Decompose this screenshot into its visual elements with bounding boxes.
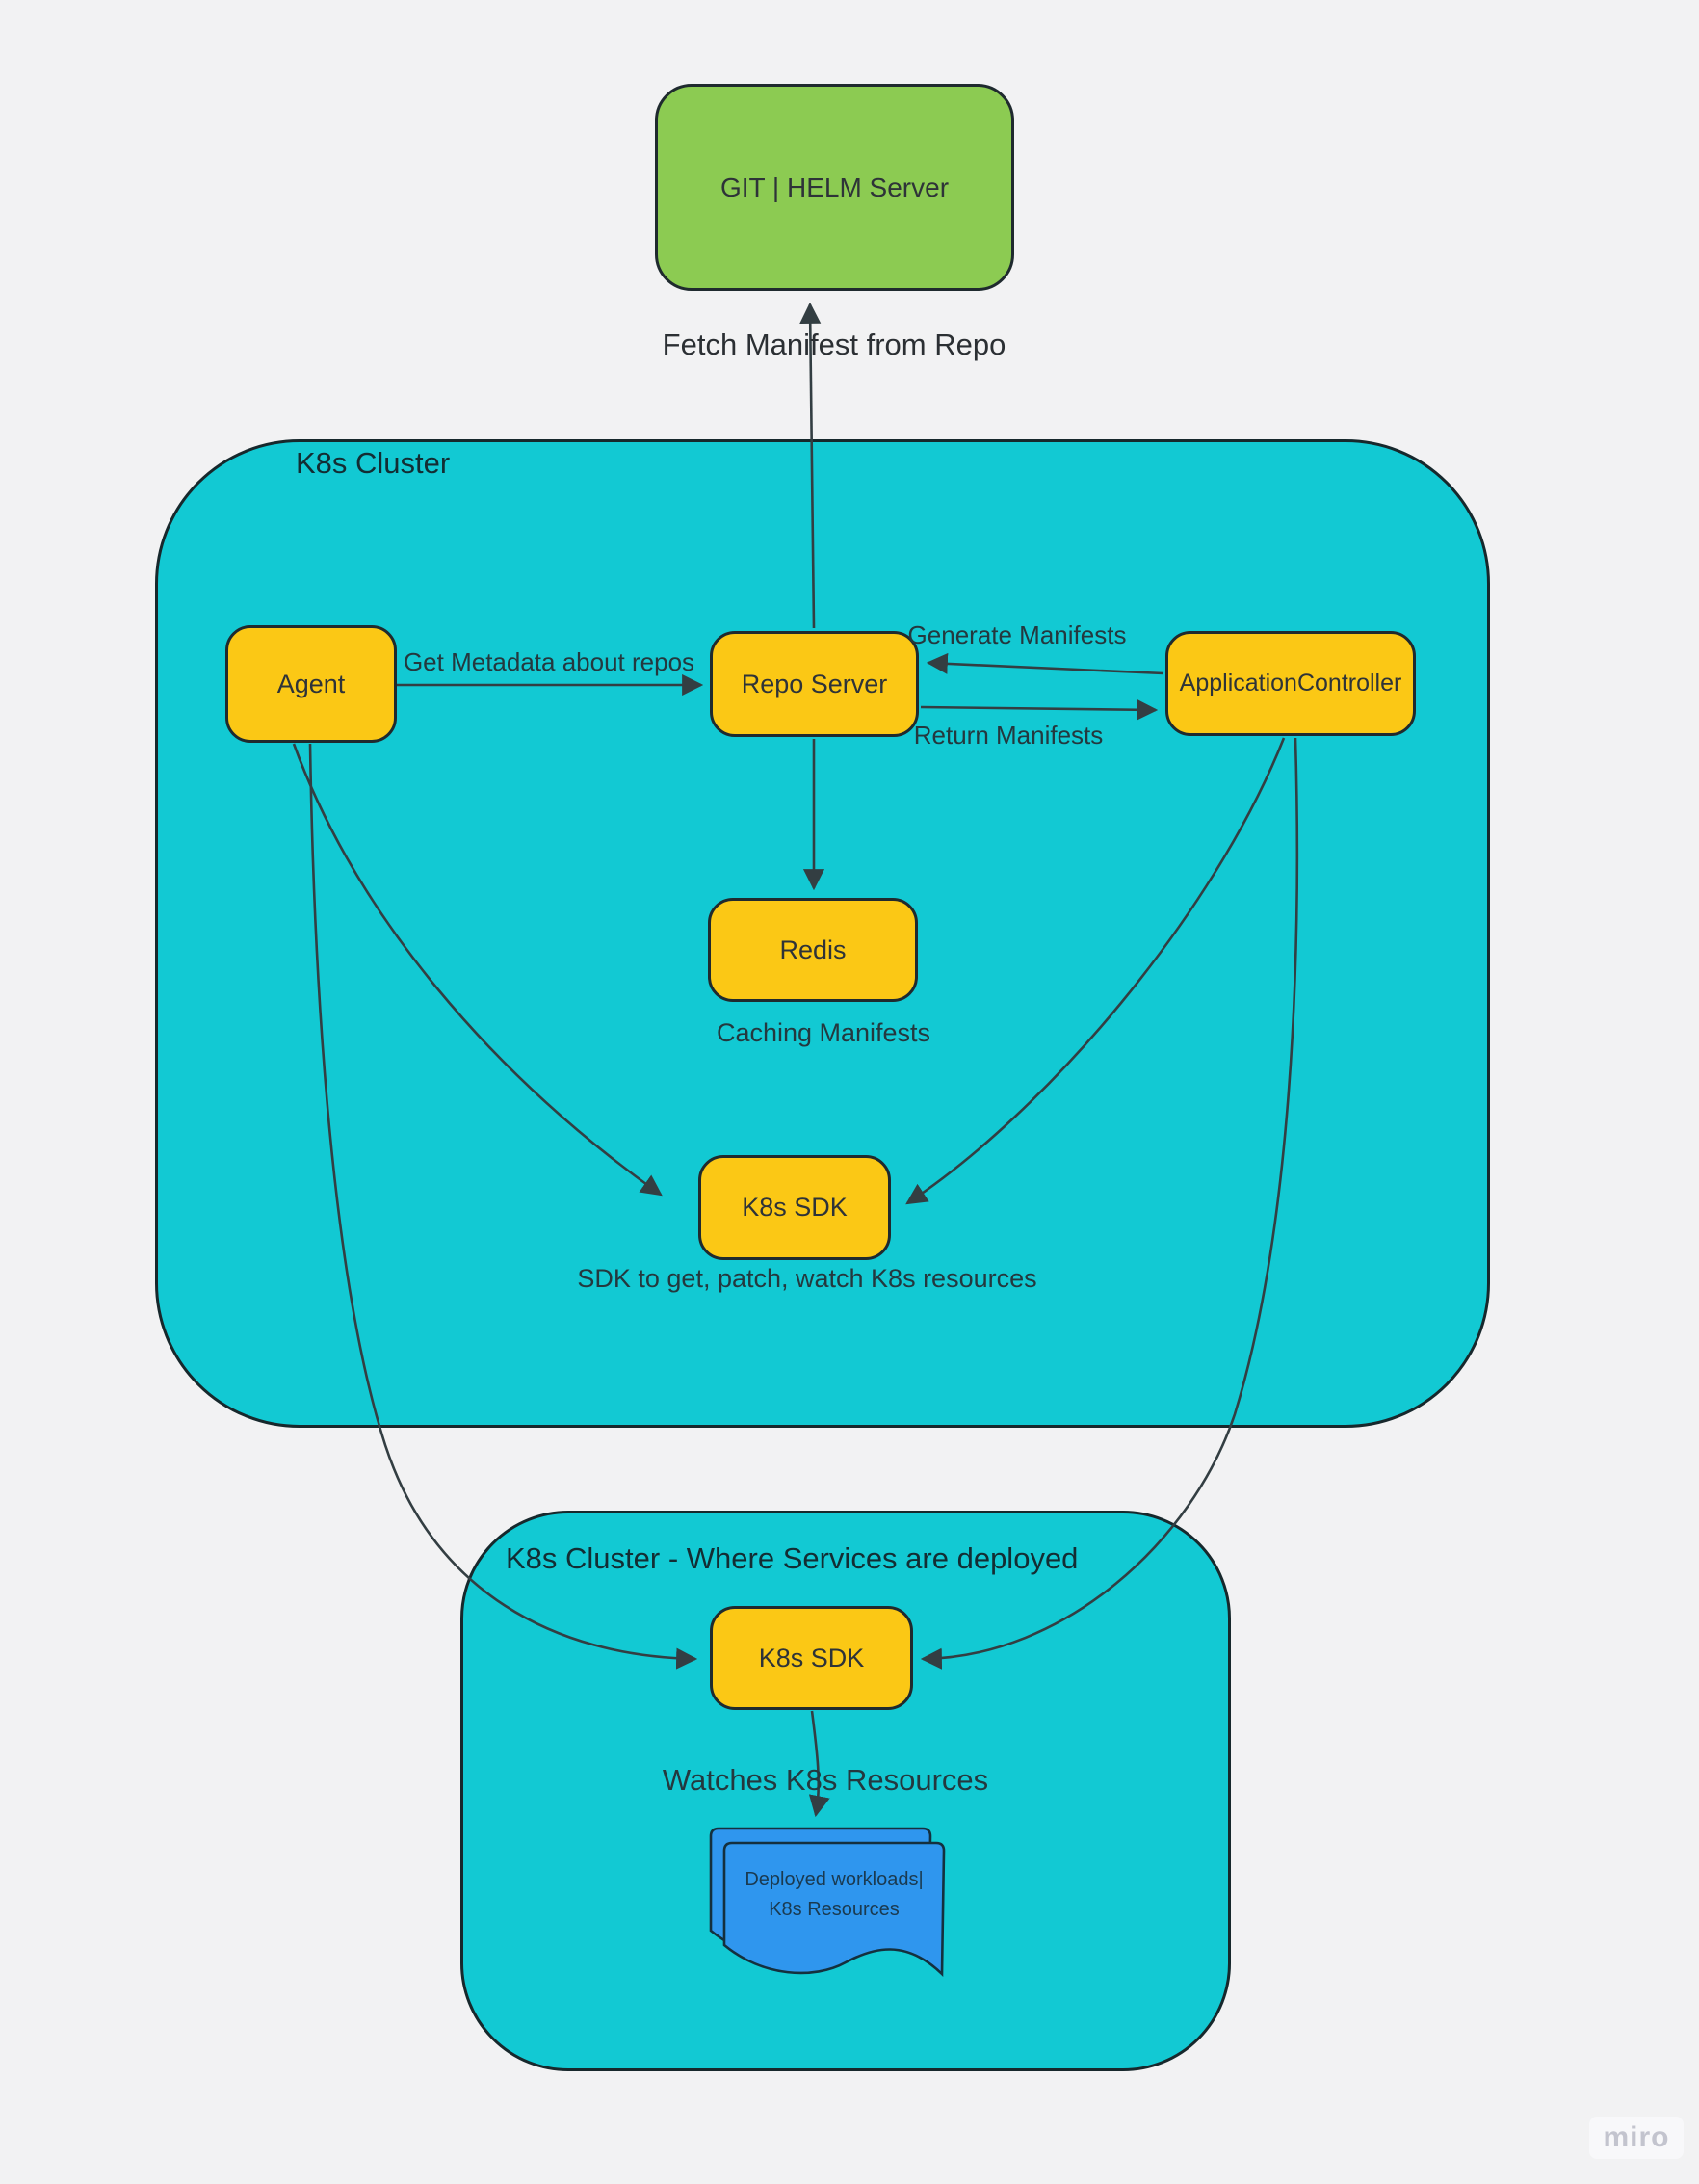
node-application-controller[interactable]: ApplicationController — [1165, 631, 1416, 736]
document-front-sheet[interactable] — [722, 1841, 946, 1978]
label-caching-manifests[interactable]: Caching Manifests — [716, 1018, 931, 1047]
deployed-workloads-line1: Deployed workloads| — [745, 1869, 924, 1890]
node-redis-label: Redis — [779, 934, 847, 964]
edge-agent-to-sdk-services[interactable] — [308, 743, 698, 1670]
node-repo-server[interactable]: Repo Server — [710, 631, 919, 737]
edge-sdk-services-to-workloads[interactable] — [808, 1710, 830, 1818]
deployed-workloads-line2: K8s Resources — [769, 1899, 900, 1920]
edge-agent-to-sdk-main[interactable] — [292, 743, 663, 1197]
miro-watermark-text: miro — [1603, 2121, 1670, 2153]
node-k8s-sdk-main[interactable]: K8s SDK — [698, 1155, 891, 1260]
node-k8s-sdk-services-label: K8s SDK — [758, 1643, 865, 1672]
deployed-workloads-label: Deployed workloads| K8s Resources — [724, 1865, 944, 1925]
edge-appcontroller-to-repo-generate[interactable] — [926, 652, 1164, 675]
node-git-helm-server-label: GIT | HELM Server — [719, 171, 950, 202]
label-sdk-note[interactable]: SDK to get, patch, watch K8s resources — [577, 1264, 1037, 1293]
label-generate-manifests[interactable]: Generate Manifests — [907, 620, 1127, 649]
edge-appcontroller-to-sdk-main[interactable] — [905, 737, 1286, 1205]
edge-repo-to-git-fetch[interactable] — [799, 302, 822, 629]
node-k8s-sdk-services[interactable]: K8s SDK — [710, 1606, 913, 1710]
miro-watermark: miro — [1589, 2117, 1684, 2159]
label-return-manifests[interactable]: Return Manifests — [913, 721, 1104, 750]
node-repo-server-label: Repo Server — [741, 669, 888, 698]
label-fetch-manifest[interactable]: Fetch Manifest from Repo — [662, 328, 1006, 361]
cluster-main-label[interactable]: K8s Cluster — [296, 446, 451, 480]
edge-appcontroller-to-sdk-services[interactable] — [920, 737, 1299, 1670]
cluster-k8s-services[interactable] — [460, 1511, 1231, 2071]
cluster-services-label[interactable]: K8s Cluster - Where Services are deploye… — [506, 1541, 1079, 1575]
node-git-helm-server[interactable]: GIT | HELM Server — [655, 84, 1014, 291]
node-agent[interactable]: Agent — [225, 625, 397, 743]
deployed-workloads-document[interactable] — [709, 1827, 946, 1978]
node-redis[interactable]: Redis — [708, 898, 918, 1002]
node-k8s-sdk-main-label: K8s SDK — [742, 1193, 848, 1222]
node-application-controller-label: ApplicationController — [1179, 670, 1402, 697]
node-agent-label: Agent — [276, 669, 346, 698]
label-watches-resources[interactable]: Watches K8s Resources — [662, 1763, 989, 1797]
edge-repo-to-appcontroller-return[interactable] — [920, 698, 1159, 721]
label-get-metadata[interactable]: Get Metadata about repos — [403, 647, 695, 676]
